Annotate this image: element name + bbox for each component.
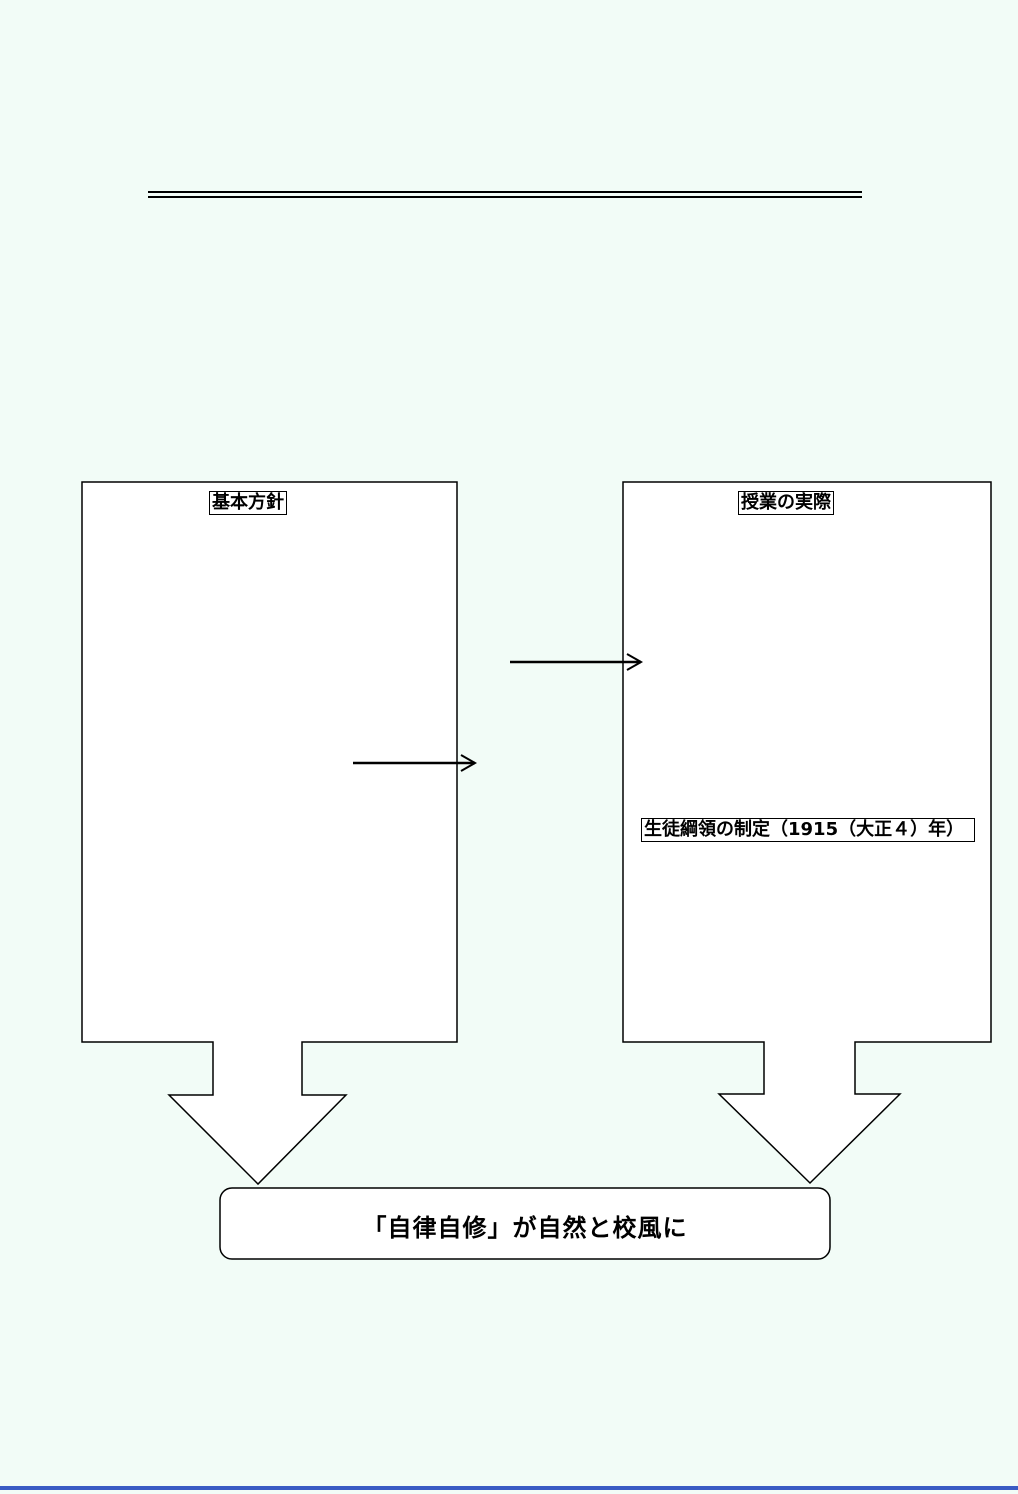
left-panel-shape xyxy=(81,481,458,1186)
student-charter-label: 生徒綱領の制定（1915（大正４）年） xyxy=(641,818,975,842)
result-text: 「自律自修」が自然と校風に xyxy=(362,1214,688,1242)
title-underline-top xyxy=(148,191,862,193)
result-box xyxy=(219,1187,831,1260)
right-panel-label: 授業の実際 xyxy=(738,491,834,515)
left-panel-label: 基本方針 xyxy=(209,491,287,515)
bottom-bar xyxy=(0,1486,1018,1490)
title-underline-bottom xyxy=(148,196,862,198)
right-arrow-upper xyxy=(510,653,644,671)
right-arrow-lower xyxy=(353,754,478,772)
